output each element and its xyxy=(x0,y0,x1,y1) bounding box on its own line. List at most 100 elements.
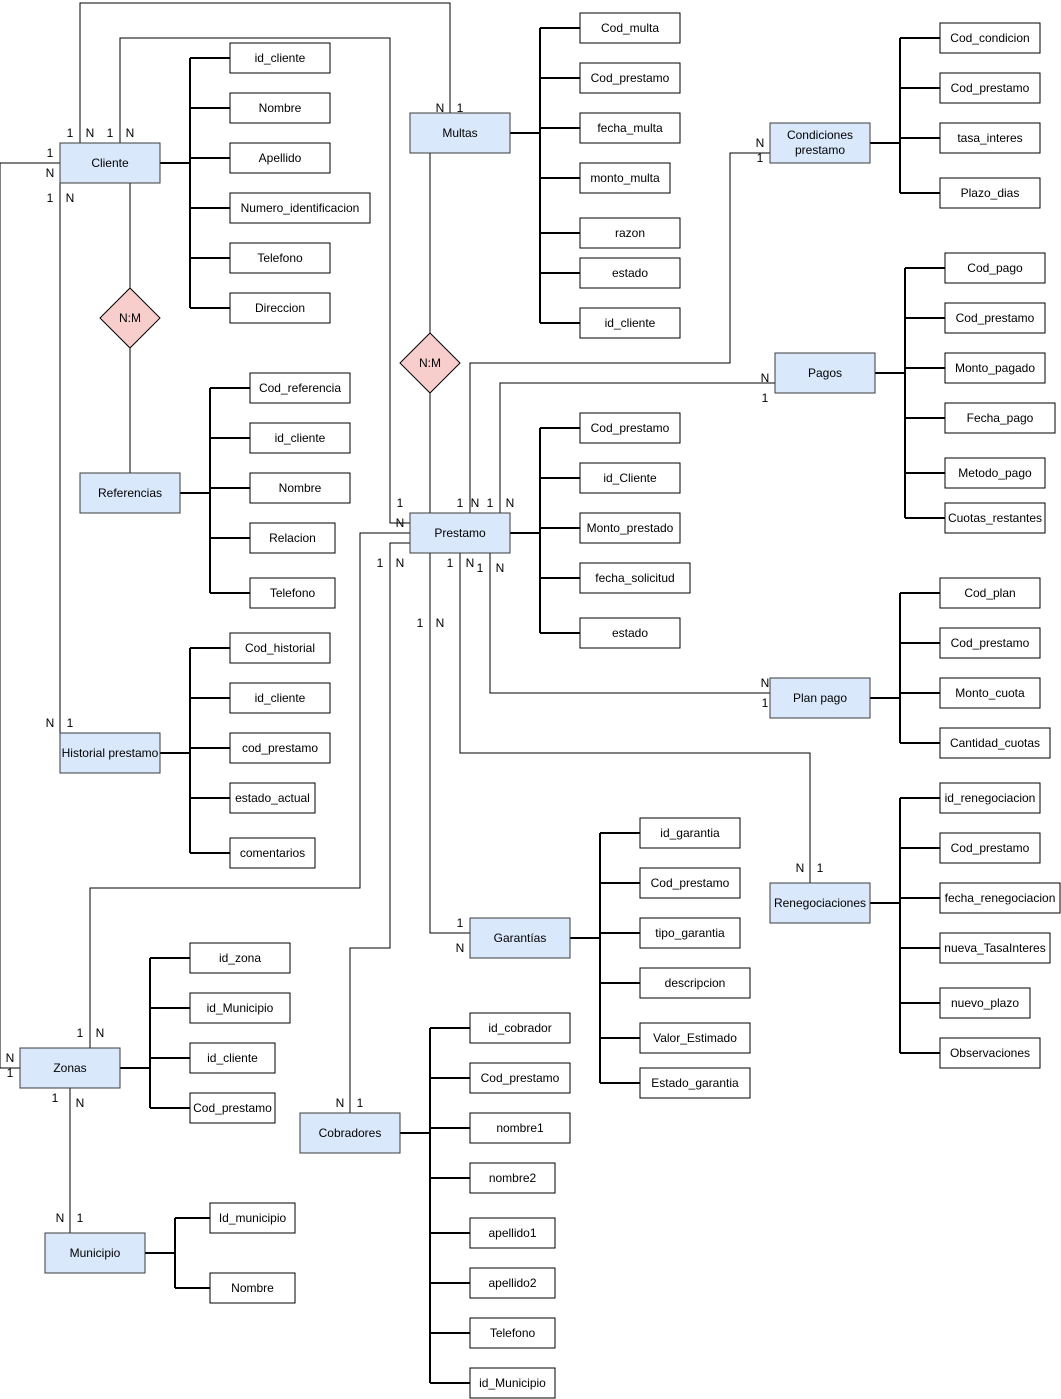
attribute-label: id_Municipio xyxy=(479,1376,546,1390)
attribute-label: Apellido xyxy=(259,151,302,165)
attribute-label: Cod_prestamo xyxy=(956,311,1035,325)
attribute-label: fecha_renegociacion xyxy=(945,891,1056,905)
attribute-label: Cod_plan xyxy=(964,586,1015,600)
cardinality-label: 1 xyxy=(47,146,54,160)
cardinality-label: N xyxy=(761,676,770,690)
attribute-tipo-garantia: tipo_garantia xyxy=(639,917,741,949)
cardinality-label: N xyxy=(436,616,445,630)
cardinality-label: 1 xyxy=(447,556,454,570)
attribute-label: Cod_prestamo xyxy=(591,71,670,85)
attribute-label: id_cliente xyxy=(207,1051,258,1065)
attribute-label: Cantidad_cuotas xyxy=(950,736,1040,750)
connector-line-11 xyxy=(489,553,770,694)
attribute-label: nueva_TasaInteres xyxy=(944,941,1045,955)
entity-pagos: Pagos xyxy=(774,352,876,394)
attribute-label: Relacion xyxy=(269,531,316,545)
attribute-label: Observaciones xyxy=(950,1046,1030,1060)
entity-label: Multas xyxy=(442,126,477,140)
attribute-nombre: Nombre xyxy=(249,472,351,504)
attribute-label: id_garantia xyxy=(660,826,720,840)
attribute-label: Nombre xyxy=(279,481,322,495)
attribute-cantidad-cuotas: Cantidad_cuotas xyxy=(939,727,1051,759)
entity-label: Renegociaciones xyxy=(774,896,866,910)
attribute-cod-condicion: Cod_condicion xyxy=(939,22,1041,54)
attribute-id-municipio: id_Municipio xyxy=(469,1367,556,1399)
attribute-metodo-pago: Metodo_pago xyxy=(944,457,1046,489)
entity-label: Municipio xyxy=(70,1246,121,1260)
cardinality-label: 1 xyxy=(107,126,114,140)
attribute-nueva-tasainteres: nueva_TasaInteres xyxy=(939,932,1051,964)
cardinality-label: 1 xyxy=(357,1096,364,1110)
attribute-telefono: Telefono xyxy=(249,577,336,609)
attribute-monto-cuota: Monto_cuota xyxy=(939,677,1041,709)
attribute-cod-prestamo: Cod_prestamo xyxy=(939,832,1041,864)
attribute-estado: estado xyxy=(579,257,681,289)
entity-label: Plan pago xyxy=(793,691,847,705)
attribute-label: apellido2 xyxy=(488,1276,536,1290)
attribute-id-cliente: id_cliente xyxy=(189,1042,276,1074)
attribute-label: Cod_pago xyxy=(967,261,1023,275)
entity-label: Cliente xyxy=(91,156,129,170)
attribute-label: id_cliente xyxy=(255,691,306,705)
entity-label: Historial prestamo xyxy=(62,746,159,760)
attribute-fecha-renegociacion: fecha_renegociacion xyxy=(939,882,1061,914)
attribute-id-garantia: id_garantia xyxy=(639,817,741,849)
attribute-label: Cod_prestamo xyxy=(951,841,1030,855)
attribute-label: Cod_historial xyxy=(245,641,315,655)
attribute-label: monto_multa xyxy=(590,171,660,185)
relationship-diamonds: N:M N:M xyxy=(99,287,461,394)
attribute-label: id_cobrador xyxy=(488,1021,551,1035)
cardinality-label: 1 xyxy=(477,561,484,575)
entity-referencias: Referencias xyxy=(79,472,181,514)
attribute-label: id_renegociacion xyxy=(945,791,1036,805)
cardinality-label: N xyxy=(756,136,765,150)
attribute-label: id_Municipio xyxy=(207,1001,274,1015)
entity-plan: Plan pago xyxy=(769,677,871,719)
attribute-descripcion: descripcion xyxy=(639,967,751,999)
entity-label: Condiciones xyxy=(787,128,853,142)
attribute-label: id_cliente xyxy=(275,431,326,445)
attribute-label: nuevo_plazo xyxy=(951,996,1019,1010)
entity-garantias: Garantías xyxy=(469,917,571,959)
attribute-apellido: Apellido xyxy=(229,142,331,174)
attribute-plazo-dias: Plazo_dias xyxy=(939,177,1041,209)
cardinality-label: N xyxy=(796,861,805,875)
attribute-tasa-interes: tasa_interes xyxy=(939,122,1041,154)
relationship-nm2: N:M xyxy=(399,332,461,394)
connector-line-10 xyxy=(499,382,775,513)
attribute-cod-historial: Cod_historial xyxy=(229,632,331,664)
attribute-label: Monto_prestado xyxy=(587,521,674,535)
attribute-cod-prestamo: Cod_prestamo xyxy=(639,867,741,899)
cardinality-label: 1 xyxy=(67,126,74,140)
attribute-estado-actual: estado_actual xyxy=(229,782,316,814)
entity-label: Zonas xyxy=(53,1061,86,1075)
relationship-label: N:M xyxy=(119,311,141,325)
entity-label: Pagos xyxy=(808,366,842,380)
attribute-comentarios: comentarios xyxy=(229,837,316,869)
attribute-apellido2: apellido2 xyxy=(469,1267,556,1299)
attribute-telefono: Telefono xyxy=(229,242,331,274)
attribute-nombre1: nombre1 xyxy=(469,1112,571,1144)
relationship-nm1: N:M xyxy=(99,287,161,349)
attribute-label: Cod_prestamo xyxy=(951,636,1030,650)
entity-label: Prestamo xyxy=(434,526,486,540)
attribute-label: Numero_identificacion xyxy=(241,201,360,215)
attribute-label: Cod_prestamo xyxy=(481,1071,560,1085)
entity-label: Cobradores xyxy=(319,1126,382,1140)
entity-label: Referencias xyxy=(98,486,162,500)
attribute-apellido1: apellido1 xyxy=(469,1217,556,1249)
attribute-label: Telefono xyxy=(490,1326,536,1340)
cardinality-label: N xyxy=(396,556,405,570)
attribute-label: Monto_pagado xyxy=(955,361,1035,375)
attribute-cod-pago: Cod_pago xyxy=(944,252,1046,284)
cardinality-label: 1 xyxy=(77,1026,84,1040)
entity-historial: Historial prestamo xyxy=(59,732,161,774)
entity-multas: Multas xyxy=(409,112,511,154)
cardinality-label: N xyxy=(456,941,465,955)
attribute-id-cliente: id_cliente xyxy=(229,42,331,74)
attribute-nombre: Nombre xyxy=(229,92,331,124)
attribute-label: comentarios xyxy=(240,846,305,860)
attribute-label: Fecha_pago xyxy=(967,411,1034,425)
cardinality-label: N xyxy=(46,716,55,730)
